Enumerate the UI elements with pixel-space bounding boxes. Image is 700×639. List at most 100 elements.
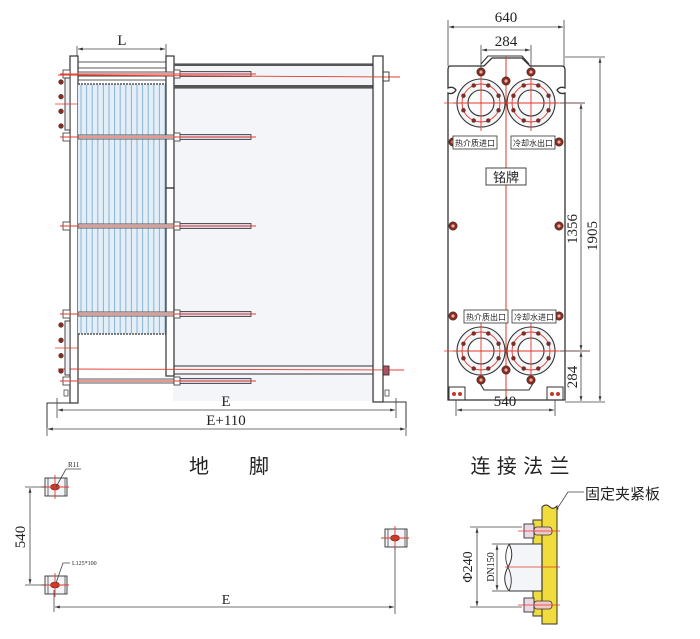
clamping-bolt	[554, 137, 564, 147]
tie-rod	[60, 309, 256, 319]
svg-text:1905: 1905	[585, 221, 601, 251]
foundation-spacing-label: 540	[13, 526, 29, 549]
flange-bolt-hole	[511, 108, 516, 113]
right-foot	[383, 401, 407, 428]
port-label-top-right: 冷却水出口	[510, 135, 556, 150]
dimension-E-plus-110: E+110	[46, 413, 407, 436]
flange-bolt	[58, 337, 64, 343]
pipe-dn150	[504, 543, 543, 592]
dimension-284-base: 284	[565, 352, 583, 401]
flange-bolt-hole	[511, 93, 516, 98]
flange-bolt-hole	[486, 83, 491, 88]
flange-bolt-hole	[546, 108, 551, 113]
flange-detail: 连 接 法 兰 固定夹紧板 Φ240 DN150	[461, 454, 660, 625]
clamping-bolt	[501, 76, 511, 86]
svg-text:1356: 1356	[565, 214, 581, 245]
anchor-pad	[381, 526, 409, 550]
flange-bolt-hole	[461, 341, 466, 346]
svg-text:540: 540	[494, 394, 517, 410]
column-bolt-bottom	[382, 365, 390, 376]
fixed-plate	[69, 55, 79, 404]
plate-pack	[78, 84, 166, 334]
port-label-bottom-left: 热介质出口	[463, 309, 509, 324]
flange-bolt-hole	[546, 93, 551, 98]
flange-bolt-hole	[521, 366, 526, 371]
flange-bolt-hole	[536, 118, 541, 123]
flange-bolt-hole	[546, 356, 551, 361]
port-label-bottom-right: 冷却水进口	[511, 309, 557, 324]
flange-bolt-hole	[496, 356, 501, 361]
label-E-plus-110: E+110	[206, 413, 246, 429]
end-view: 热介质进口 冷却水出口 热介质出口 冷却水进口 铭牌 640	[444, 10, 605, 416]
support-column	[372, 55, 384, 403]
dimension-L: L	[76, 33, 167, 56]
anchor-pad	[41, 573, 69, 597]
nozzle-flange	[55, 77, 78, 131]
angle-steel-note: L125*100	[72, 561, 97, 567]
end-foot-right	[546, 386, 564, 401]
svg-text:284: 284	[495, 34, 518, 50]
tie-rods	[60, 69, 256, 386]
flange-bolt-hole	[471, 83, 476, 88]
dimension-540-feet: 540	[455, 394, 556, 416]
radius-note: R11	[68, 461, 80, 469]
flange-bolt	[58, 79, 64, 85]
clamping-bolts	[448, 67, 564, 385]
flange-bolt-hole	[511, 356, 516, 361]
clamping-bolt	[448, 221, 458, 231]
nozzle-flange	[55, 320, 78, 376]
svg-text:冷却水出口: 冷却水出口	[513, 138, 553, 148]
dimension-1356: 1356	[560, 102, 590, 352]
clamping-bolt	[476, 67, 486, 77]
flange-bolt-hole	[521, 83, 526, 88]
flange-bolt-hole	[521, 118, 526, 123]
flange-title: 连 接 法 兰	[470, 454, 569, 478]
label-E: E	[221, 394, 230, 410]
port-label-top-left: 热介质进口	[452, 135, 498, 150]
nameplate: 铭牌	[485, 167, 527, 186]
flange-bolt-hole	[546, 341, 551, 346]
clamping-bolt	[526, 67, 536, 77]
flange-bolt-hole	[471, 331, 476, 336]
clamping-bolt	[554, 221, 564, 231]
tie-rod	[60, 221, 256, 231]
foundation-length-label: E	[222, 593, 231, 608]
flange-bolt-hole	[496, 93, 501, 98]
bolt-circle-label: Φ240	[461, 551, 476, 582]
svg-text:640: 640	[495, 10, 518, 26]
flange-bolt	[58, 353, 64, 359]
flange-bolt-hole	[461, 356, 466, 361]
side-view: L	[46, 33, 407, 436]
label-L: L	[117, 33, 126, 49]
clamping-bolt	[476, 375, 486, 385]
flange-bolt-hole	[496, 341, 501, 346]
port-flanges	[444, 75, 590, 379]
flange-bolt	[58, 123, 64, 129]
flange-bolt-hole	[486, 331, 491, 336]
clamping-bolt	[501, 365, 511, 375]
svg-text:热介质进口: 热介质进口	[455, 138, 495, 148]
flange-bolt-hole	[461, 108, 466, 113]
flange-bolt	[58, 94, 64, 100]
foundation-plan: 地 脚 R11 L125*100 540 E	[13, 454, 409, 614]
flange-bolt-hole	[471, 366, 476, 371]
flange-bolt-hole	[461, 93, 466, 98]
clamping-bolt	[526, 375, 536, 385]
anchor-pads	[41, 475, 409, 597]
flange-bolt-hole	[511, 341, 516, 346]
flange-bolt-hole	[486, 118, 491, 123]
tie-rod	[60, 132, 256, 142]
svg-text:热介质出口: 热介质出口	[466, 312, 506, 322]
tie-rod	[60, 69, 256, 79]
flange-bolt-hole	[536, 366, 541, 371]
column-bolt-top	[382, 71, 390, 82]
end-plate-outline	[447, 57, 566, 401]
left-foot	[46, 402, 70, 428]
tie-rod	[60, 376, 256, 386]
flange-bolt-hole	[536, 83, 541, 88]
dimension-port-spacing: 284	[480, 34, 532, 70]
nameplate-label: 铭牌	[493, 170, 519, 186]
nozzle-flanges	[55, 77, 78, 376]
dimension-1905: 1905	[565, 56, 605, 403]
